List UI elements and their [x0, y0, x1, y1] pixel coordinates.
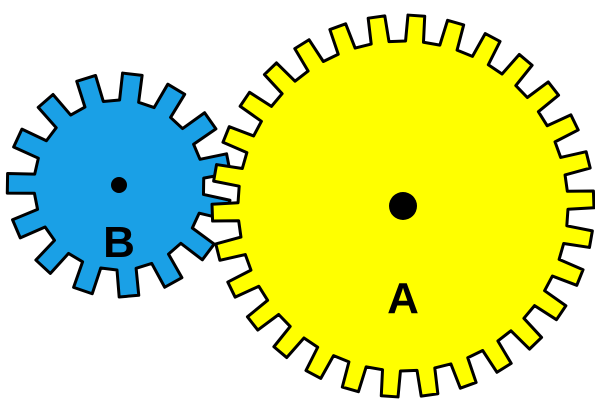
gear-b-label: B	[103, 218, 135, 267]
gear-a-hub	[389, 192, 417, 220]
gear-b: B	[7, 73, 230, 297]
gear-b-hub	[111, 177, 127, 193]
gear-a: A	[212, 15, 594, 397]
gear-a-label: A	[387, 274, 419, 323]
